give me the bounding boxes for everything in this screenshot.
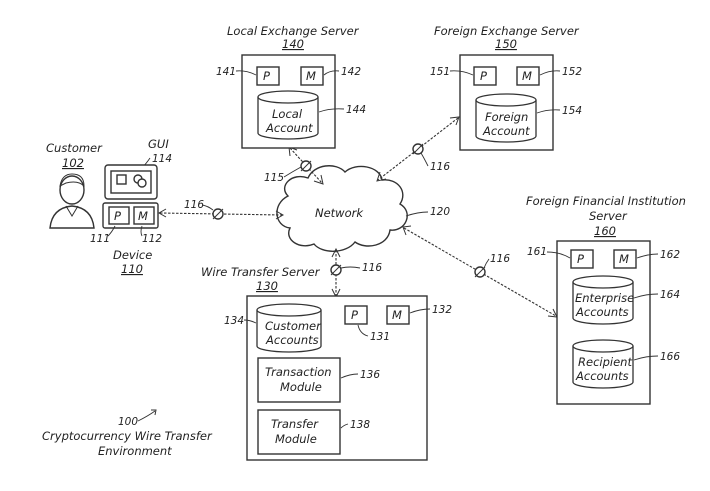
wire-transfer-p-ref: 131 (370, 331, 390, 343)
device-memory (133, 206, 155, 225)
foreign-account-line2: Account (482, 124, 530, 138)
institution-m: M (619, 252, 629, 266)
transfer-module (257, 409, 341, 455)
transaction-module-line1: Transaction (265, 365, 332, 379)
local-account-db: Local Account (257, 90, 319, 140)
gui-ref: 114 (152, 153, 172, 165)
link-ref-institution: 116 (490, 253, 510, 265)
person-icon (49, 173, 95, 229)
transfer-module-ref: 138 (350, 419, 370, 431)
transfer-module-line2: Module (275, 432, 317, 446)
recipient-accounts-line1: Recipient (578, 355, 632, 369)
environment-line1: Cryptocurrency Wire Transfer (42, 429, 213, 443)
transaction-module-ref: 136 (360, 369, 380, 381)
device: GUI 114 P M 111 112 Device 110 (90, 137, 172, 276)
customer: Customer 102 (46, 141, 103, 229)
institution-title-line2: Server (589, 209, 628, 223)
monitor-icon (104, 164, 158, 200)
device-processor (108, 206, 130, 225)
wire-transfer-m: M (392, 308, 402, 322)
network-cloud: Network 120 (276, 165, 450, 252)
wire-transfer-ref: 130 (256, 279, 278, 293)
device-p-ref: 111 (90, 233, 110, 245)
transaction-module (257, 357, 341, 403)
customer-accounts-line1: Customer (265, 319, 322, 333)
foreign-account-line1: Foreign (485, 110, 528, 124)
recipient-accounts-ref: 166 (660, 351, 680, 363)
foreign-account-db: Foreign Account (475, 93, 537, 143)
institution-m-ref: 162 (660, 249, 680, 261)
device-ref: 110 (121, 262, 143, 276)
foreign-account-ref: 154 (562, 105, 582, 117)
customer-ref: 102 (62, 156, 84, 170)
local-exchange-p: P (263, 69, 270, 83)
wire-transfer-m-ref: 132 (432, 304, 452, 316)
institution-ref: 160 (594, 224, 616, 238)
local-account-ref: 144 (346, 104, 366, 116)
local-exchange-ref: 140 (282, 37, 304, 51)
enterprise-accounts-ref: 164 (660, 289, 680, 301)
wire-transfer-server: Wire Transfer Server 130 Customer Accoun… (201, 265, 452, 461)
link-ref-local: 115 (264, 172, 284, 184)
device-label: Device (113, 248, 152, 262)
institution-p-ref: 161 (527, 246, 547, 258)
device-m-ref: 112 (142, 233, 162, 245)
local-exchange-m-ref: 142 (341, 66, 361, 78)
customer-accounts-line2: Accounts (265, 333, 319, 347)
local-exchange-server: Local Exchange Server 140 P M 141 142 Lo… (216, 24, 366, 149)
network-ref: 120 (430, 206, 450, 218)
environment-ref: 100 (118, 416, 138, 428)
foreign-exchange-p: P (480, 69, 487, 83)
link-foreign-network (377, 117, 459, 181)
transfer-module-line1: Transfer (271, 417, 319, 431)
local-exchange-p-ref: 141 (216, 66, 236, 78)
gui-label: GUI (148, 137, 169, 151)
enterprise-accounts-db: Enterprise Accounts (572, 275, 634, 325)
enterprise-accounts-line2: Accounts (575, 305, 629, 319)
link-ref-wire: 116 (362, 262, 382, 274)
enterprise-accounts-line1: Enterprise (575, 291, 634, 305)
foreign-exchange-title: Foreign Exchange Server (434, 24, 580, 38)
foreign-exchange-server: Foreign Exchange Server 150 P M 151 152 … (430, 24, 582, 151)
foreign-exchange-m-ref: 152 (562, 66, 582, 78)
transaction-module-line2: Module (280, 380, 322, 394)
network-label: Network (315, 206, 364, 220)
link-ref-foreign: 116 (430, 161, 450, 173)
local-account-line2: Account (265, 121, 313, 135)
foreign-exchange-m: M (522, 69, 532, 83)
connections (157, 116, 558, 318)
institution-p: P (577, 252, 584, 266)
wire-transfer-p: P (351, 308, 358, 322)
foreign-exchange-p-ref: 151 (430, 66, 450, 78)
local-exchange-m: M (306, 69, 316, 83)
recipient-accounts-db: Recipient Accounts (572, 339, 634, 389)
recipient-accounts-line2: Accounts (575, 369, 629, 383)
local-account-line1: Local (272, 107, 303, 121)
wire-transfer-title: Wire Transfer Server (201, 265, 321, 279)
customer-accounts-db: Customer Accounts (256, 303, 322, 353)
customer-label: Customer (46, 141, 103, 155)
foreign-institution-server: Foreign Financial Institution Server 160… (526, 194, 686, 405)
link-ref-device: 116 (184, 199, 204, 211)
device-p: P (114, 209, 121, 223)
customer-accounts-ref: 134 (224, 315, 244, 327)
local-exchange-title: Local Exchange Server (227, 24, 360, 38)
foreign-exchange-ref: 150 (495, 37, 517, 51)
institution-title-line1: Foreign Financial Institution (526, 194, 686, 208)
link-network-institution (403, 227, 557, 317)
environment-line2: Environment (98, 444, 172, 458)
environment-caption: 100 Cryptocurrency Wire Transfer Environ… (42, 409, 213, 458)
device-m: M (138, 209, 148, 223)
